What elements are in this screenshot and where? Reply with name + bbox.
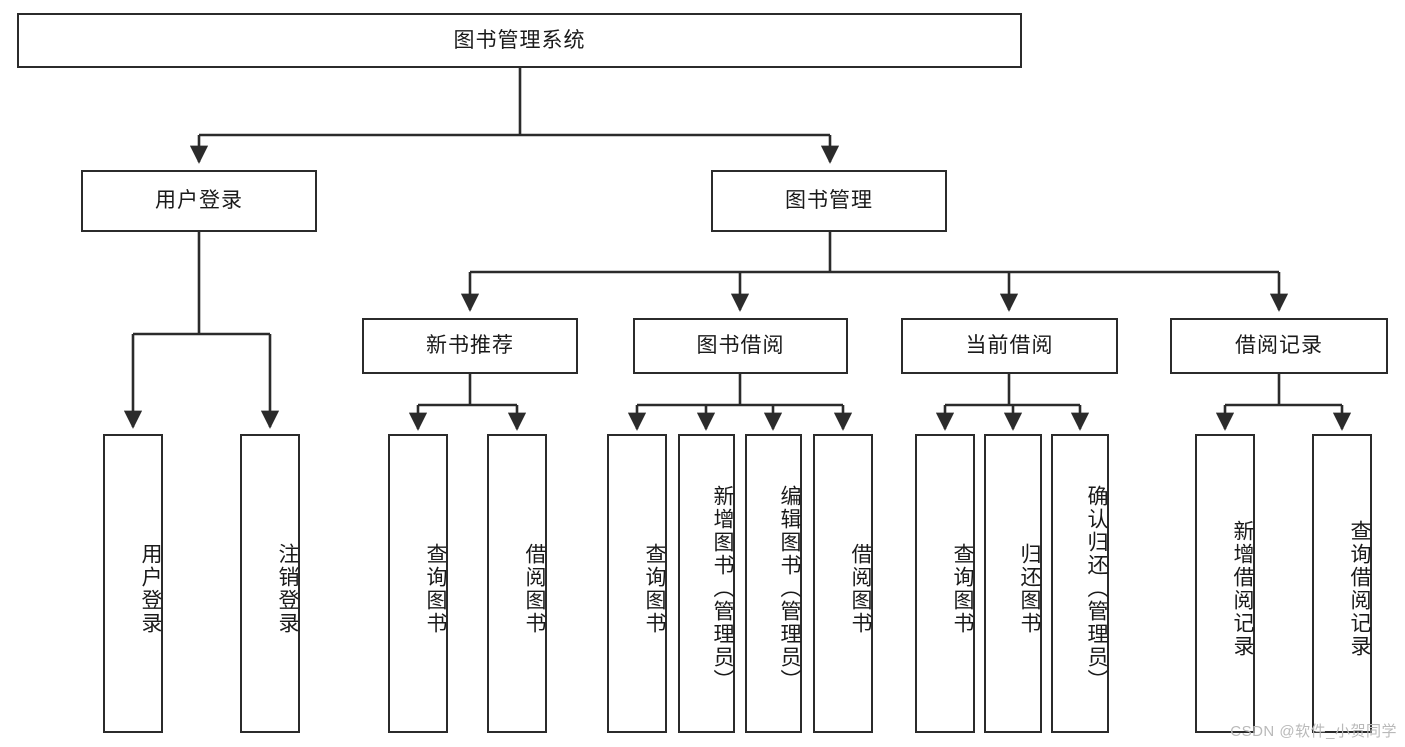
node-user-login[interactable]: 用户登录 [81, 170, 317, 232]
leaf-add-record-label: 新增借阅记录 [1231, 519, 1254, 658]
node-root-label: 图书管理系统 [453, 28, 586, 52]
node-borrow-record-label: 借阅记录 [1235, 334, 1323, 358]
leaf-query-book-2[interactable]: 查询图书 [607, 434, 667, 733]
node-book-manage-label: 图书管理 [785, 189, 873, 213]
leaf-edit-book-label: 编辑图书（管理员） [778, 485, 801, 692]
leaf-borrow-book-2-label: 借阅图书 [849, 542, 872, 635]
node-new-book-recommend[interactable]: 新书推荐 [362, 318, 578, 374]
leaf-confirm-return-label: 确认归还（管理员） [1085, 485, 1108, 692]
leaf-query-book-1-label: 查询图书 [424, 542, 447, 635]
node-book-borrow-label: 图书借阅 [696, 334, 785, 358]
leaf-logout-login-label: 注销登录 [276, 542, 299, 635]
leaf-borrow-book-1[interactable]: 借阅图书 [487, 434, 547, 733]
node-new-book-recommend-label: 新书推荐 [426, 334, 514, 358]
leaf-logout-login[interactable]: 注销登录 [240, 434, 300, 733]
leaf-confirm-return[interactable]: 确认归还（管理员） [1051, 434, 1109, 733]
node-book-manage[interactable]: 图书管理 [711, 170, 947, 232]
node-borrow-record[interactable]: 借阅记录 [1170, 318, 1388, 374]
leaf-borrow-book-2[interactable]: 借阅图书 [813, 434, 873, 733]
node-current-borrow[interactable]: 当前借阅 [901, 318, 1118, 374]
leaf-query-record[interactable]: 查询借阅记录 [1312, 434, 1372, 733]
leaf-add-book-label: 新增图书（管理员） [711, 485, 734, 692]
node-current-borrow-label: 当前借阅 [965, 334, 1054, 358]
csdn-watermark: CSDN @软件_小贺同学 [1230, 723, 1397, 740]
leaf-return-book[interactable]: 归还图书 [984, 434, 1042, 733]
leaf-user-login-label: 用户登录 [139, 542, 162, 635]
leaf-user-login[interactable]: 用户登录 [103, 434, 163, 733]
node-root[interactable]: 图书管理系统 [17, 13, 1022, 68]
leaf-query-book-3[interactable]: 查询图书 [915, 434, 975, 733]
leaf-add-record[interactable]: 新增借阅记录 [1195, 434, 1255, 733]
leaf-borrow-book-1-label: 借阅图书 [523, 542, 546, 635]
node-book-borrow[interactable]: 图书借阅 [633, 318, 848, 374]
node-user-login-label: 用户登录 [155, 189, 243, 213]
leaf-query-book-3-label: 查询图书 [951, 542, 974, 635]
leaf-add-book[interactable]: 新增图书（管理员） [678, 434, 735, 733]
leaf-query-book-1[interactable]: 查询图书 [388, 434, 448, 733]
leaf-edit-book[interactable]: 编辑图书（管理员） [745, 434, 802, 733]
leaf-return-book-label: 归还图书 [1018, 542, 1041, 635]
leaf-query-record-label: 查询借阅记录 [1348, 519, 1371, 658]
leaf-query-book-2-label: 查询图书 [643, 542, 666, 635]
